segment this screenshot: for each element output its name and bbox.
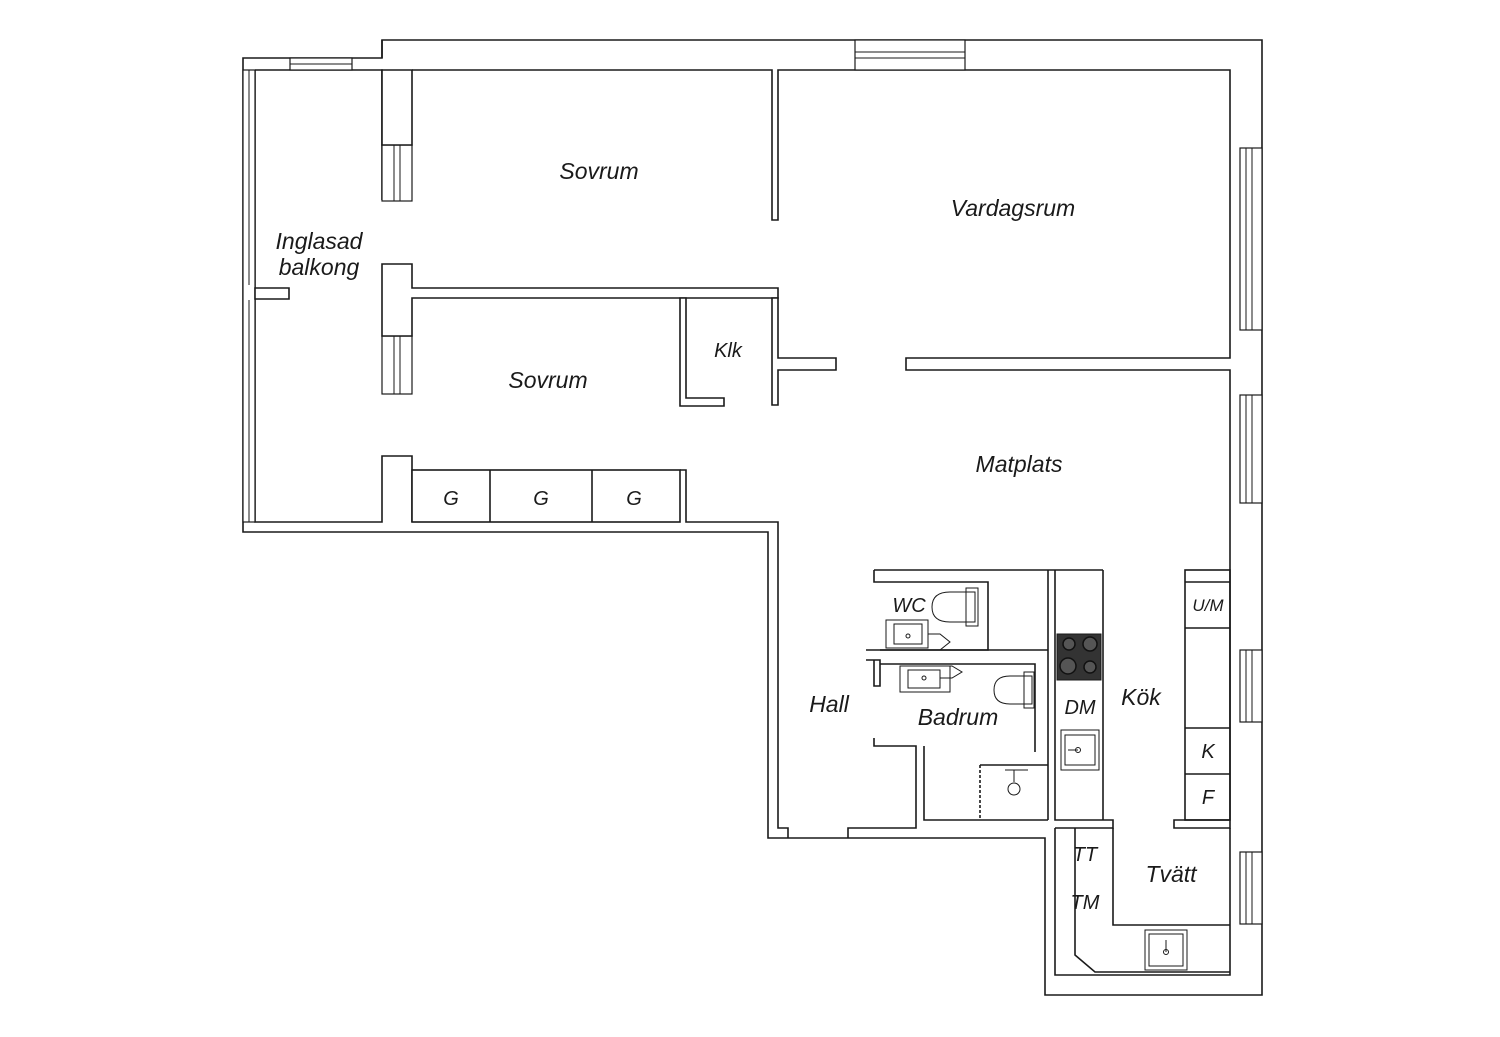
label-wc: WC	[892, 595, 926, 617]
sink-icon	[1060, 729, 1100, 771]
windows	[242, 39, 1263, 925]
label-dm: DM	[1064, 697, 1095, 719]
label-matplats: Matplats	[976, 451, 1063, 477]
label-badrum: Badrum	[918, 704, 999, 730]
label-g-2: G	[533, 488, 549, 510]
stove-icon	[1056, 633, 1102, 681]
label-sovrum-1: Sovrum	[559, 158, 638, 184]
washbasin-icon	[885, 619, 963, 693]
label-g-1: G	[443, 488, 459, 510]
label-vardagsrum: Vardagsrum	[951, 195, 1075, 221]
label-um: U/M	[1192, 596, 1224, 615]
label-tvatt: Tvätt	[1145, 861, 1198, 887]
label-sovrum-2: Sovrum	[508, 367, 587, 393]
label-hall: Hall	[809, 691, 850, 717]
room-labels: Sovrum Vardagsrum Inglasad balkong Sovru…	[276, 158, 1199, 887]
interior-walls	[254, 69, 1231, 973]
laundry-sink-icon	[1144, 929, 1188, 971]
label-kok: Kök	[1121, 684, 1162, 710]
label-tt: TT	[1073, 844, 1099, 866]
shower-icon	[1005, 769, 1028, 796]
label-tm: TM	[1071, 892, 1100, 914]
label-klk: Klk	[714, 340, 743, 362]
label-inglasad: Inglasad	[276, 228, 364, 254]
label-k: K	[1201, 741, 1216, 763]
toilet-icon	[931, 587, 1035, 709]
label-f: F	[1202, 787, 1216, 809]
label-balkong: balkong	[279, 254, 360, 280]
fixture-labels: G G G U/M DM K F TT TM	[443, 488, 1224, 914]
label-g-3: G	[626, 488, 642, 510]
